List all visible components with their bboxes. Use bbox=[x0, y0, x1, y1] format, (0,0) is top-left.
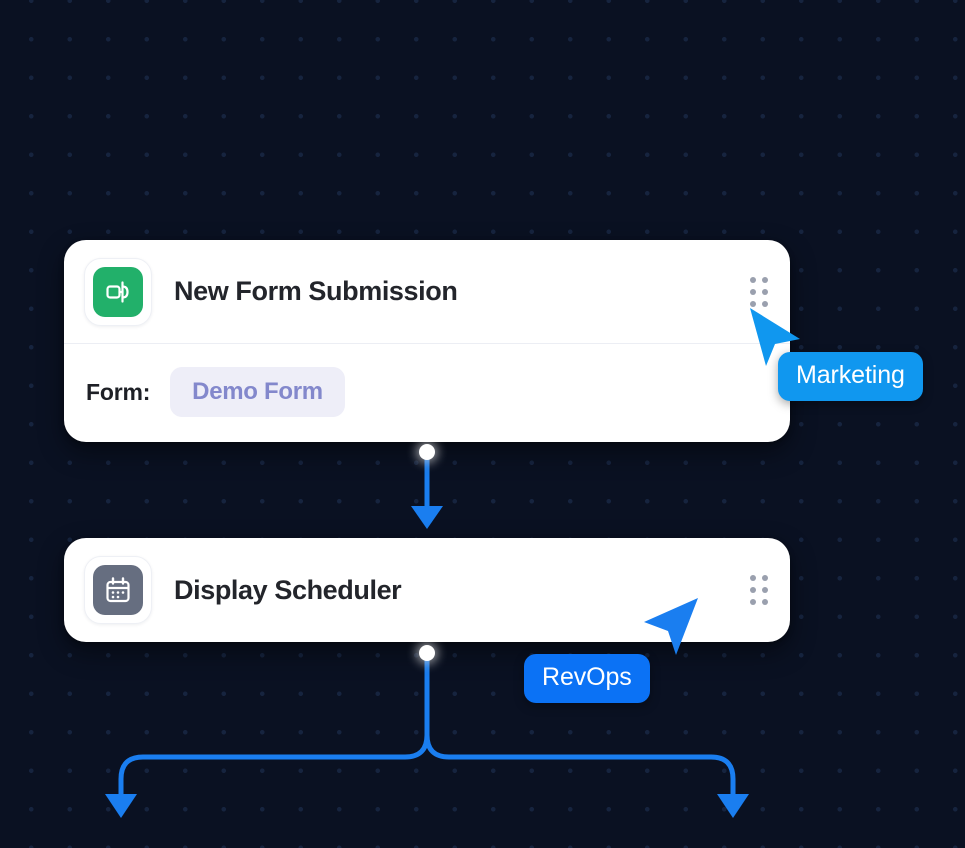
drag-handle-icon[interactable] bbox=[750, 575, 768, 605]
node-card-new-form-submission[interactable]: New Form Submission Form: Demo Form bbox=[64, 240, 790, 442]
node-title: Display Scheduler bbox=[174, 574, 402, 605]
node-header[interactable]: Display Scheduler bbox=[64, 538, 790, 642]
field-label-form: Form: bbox=[86, 378, 151, 405]
collaborator-label-marketing: Marketing bbox=[778, 352, 923, 401]
arrowhead-branch-right bbox=[717, 794, 749, 818]
field-value-form[interactable]: Demo Form bbox=[170, 367, 345, 417]
node-icon-frame bbox=[84, 556, 152, 624]
collaborator-label-revops: RevOps bbox=[524, 654, 650, 703]
node-icon-frame bbox=[84, 257, 152, 326]
connector-scheduler-branch-left bbox=[118, 650, 430, 803]
output-port-display-scheduler[interactable] bbox=[419, 645, 435, 661]
node-header[interactable]: New Form Submission bbox=[64, 240, 790, 344]
node-body: Form: Demo Form bbox=[64, 344, 790, 440]
output-port-new-form-submission[interactable] bbox=[419, 444, 435, 460]
arrowhead-branch-left bbox=[105, 794, 137, 818]
arrowhead-form-to-scheduler bbox=[411, 506, 443, 529]
form-icon bbox=[93, 266, 143, 317]
calendar-icon bbox=[93, 565, 143, 615]
drag-handle-icon[interactable] bbox=[750, 276, 768, 307]
node-title: New Form Submission bbox=[174, 276, 458, 306]
node-card-display-scheduler[interactable]: Display Scheduler bbox=[64, 538, 790, 642]
